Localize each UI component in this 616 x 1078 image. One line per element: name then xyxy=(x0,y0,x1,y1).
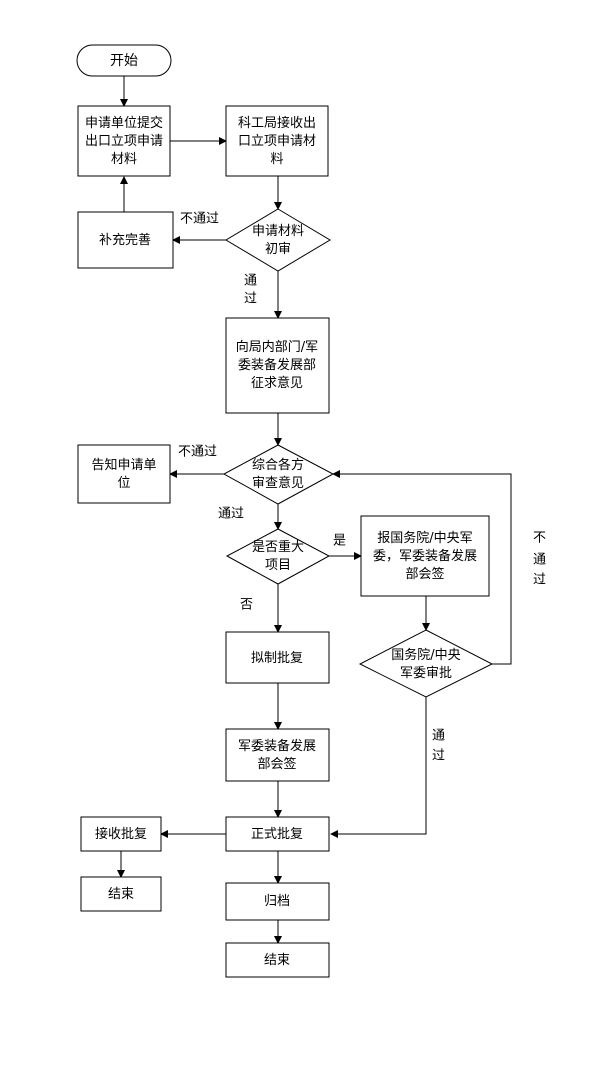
supplement-node xyxy=(77,211,174,269)
node-text-line: 拟制批复 xyxy=(251,651,303,666)
review-decision xyxy=(225,208,331,272)
label-approve-pass-1: 通 xyxy=(432,729,445,744)
opinions-decision xyxy=(222,444,335,505)
node-text-line: 开始 xyxy=(110,53,138,69)
node-text-line: 审查意见 xyxy=(252,475,304,491)
cosign-node-text: 军委装备发展部会签 xyxy=(238,738,316,772)
draft-node xyxy=(225,631,330,684)
end2-node-text: 结束 xyxy=(264,953,290,968)
recvreply-node-text: 接收批复 xyxy=(95,826,147,842)
label-review-fail: 不通过 xyxy=(180,212,219,227)
label-review-pass-2: 过 xyxy=(244,292,257,307)
node-text-line: 接收批复 xyxy=(95,826,147,842)
end2-node xyxy=(225,942,330,978)
node-text-line: 出口立项申请 xyxy=(85,134,163,149)
node-text-line: 补充完善 xyxy=(99,232,151,248)
label-approve-pass-2: 过 xyxy=(432,749,445,764)
node-text-line: 委装备发展部 xyxy=(238,357,316,373)
label-major-no: 否 xyxy=(240,598,253,613)
receive-node xyxy=(225,105,329,177)
edge-approve-formal xyxy=(330,697,427,838)
archive-node-text: 归档 xyxy=(264,894,290,909)
archive-node xyxy=(225,882,330,921)
node-text-line: 口立项申请材 xyxy=(238,134,316,149)
node-text-line: 综合各方 xyxy=(252,457,304,473)
label-loop-fail-3: 过 xyxy=(533,573,546,588)
supplement-node-text: 补充完善 xyxy=(99,232,151,248)
edge-approve-loop xyxy=(332,470,512,665)
report-node-text: 报国务院/中央军委，军委装备发展部会签 xyxy=(373,530,477,582)
recvreply-node xyxy=(80,816,162,852)
report-node xyxy=(360,515,490,597)
major-decision-text: 是否重大项目 xyxy=(252,539,304,573)
node-text-line: 征求意见 xyxy=(251,375,303,391)
node-text-line: 军委装备发展 xyxy=(238,738,316,754)
formal-node-text: 正式批复 xyxy=(251,827,303,842)
cosign-node xyxy=(225,728,330,782)
label-loop-fail-2: 通 xyxy=(533,553,546,568)
node-text-line: 正式批复 xyxy=(251,827,303,842)
label-review-pass-1: 通 xyxy=(244,274,257,289)
submit-node xyxy=(77,105,171,177)
node-text-line: 部会签 xyxy=(257,756,296,772)
notify-node xyxy=(77,444,171,504)
formal-node xyxy=(225,816,330,852)
major-decision xyxy=(225,528,331,585)
node-text-line: 材料 xyxy=(111,152,137,167)
end1-node-text: 结束 xyxy=(108,887,134,902)
node-text-line: 结束 xyxy=(108,887,134,902)
label-opinions-pass: 通过 xyxy=(218,507,244,522)
node-text-line: 国务院/中央 xyxy=(391,647,460,663)
node-text-line: 位 xyxy=(117,476,130,491)
node-text-line: 向局内部门/军 xyxy=(236,339,318,355)
submit-node-text: 申请单位提交出口立项申请材料 xyxy=(85,115,163,167)
draft-node-text: 拟制批复 xyxy=(251,651,303,666)
node-text-line: 是否重大 xyxy=(252,539,304,555)
node-text-line: 项目 xyxy=(265,558,291,573)
node-text-line: 归档 xyxy=(264,894,290,909)
consult-node xyxy=(225,317,330,414)
node-text-line: 军委审批 xyxy=(400,666,452,681)
label-loop-fail-1: 不 xyxy=(533,531,546,546)
node-text-line: 申请单位提交 xyxy=(85,115,163,131)
node-text-line: 科工局接收出 xyxy=(238,115,316,131)
node-text-line: 申请材料 xyxy=(252,224,304,239)
approve-decision xyxy=(358,629,494,698)
label-opinions-fail: 不通过 xyxy=(178,445,217,460)
node-text-line: 结束 xyxy=(264,953,290,968)
approve-decision-text: 国务院/中央军委审批 xyxy=(391,647,460,681)
receive-node-text: 科工局接收出口立项申请材料 xyxy=(238,115,316,167)
end1-node xyxy=(80,876,162,912)
node-text-line: 料 xyxy=(270,152,283,167)
consult-node-text: 向局内部门/军委装备发展部征求意见 xyxy=(236,339,318,391)
node-text-line: 初审 xyxy=(265,242,291,257)
start-node-text: 开始 xyxy=(110,53,138,69)
node-text-line: 告知申请单 xyxy=(91,457,156,473)
node-text-line: 报国务院/中央军 xyxy=(377,530,472,546)
node-text-line: 委，军委装备发展 xyxy=(373,548,477,564)
node-text-line: 部会签 xyxy=(405,566,444,582)
start-node xyxy=(76,44,172,77)
label-major-yes: 是 xyxy=(333,534,346,549)
review-decision-text: 申请材料初审 xyxy=(252,224,304,257)
opinions-decision-text: 综合各方审查意见 xyxy=(252,457,304,491)
notify-node-text: 告知申请单位 xyxy=(91,457,156,491)
